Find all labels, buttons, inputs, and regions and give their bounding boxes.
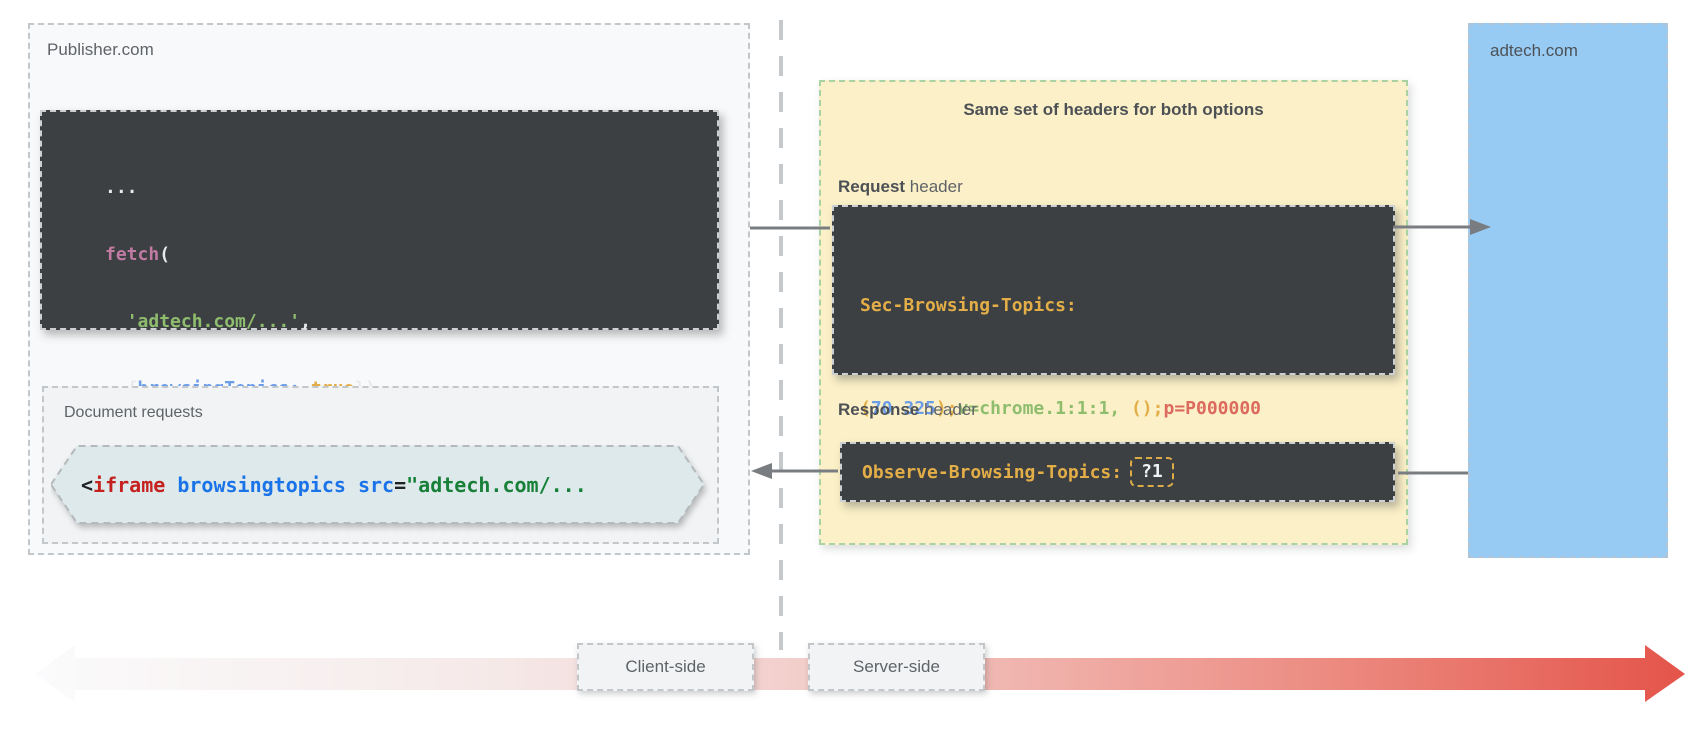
code-line: (70 325);v=chrome.1:1:1, ();p=P000000 xyxy=(860,398,1262,419)
code-line: Observe-Browsing-Topics: xyxy=(862,461,1123,483)
response-value-chip: ?1 xyxy=(1130,457,1174,487)
code-line: Sec-Browsing-Topics: xyxy=(860,295,1077,316)
publisher-panel: Publisher.com ... fetch( 'adtech.com/...… xyxy=(28,23,750,555)
response-arrowhead xyxy=(751,463,772,479)
document-requests-label: Document requests xyxy=(64,404,203,421)
client-side-label: Client-side xyxy=(577,643,754,691)
code-line: ... xyxy=(105,177,138,198)
publisher-label: Publisher.com xyxy=(47,40,154,59)
iframe-code: <iframe browsingtopics src="adtech.com/.… xyxy=(81,472,587,497)
request-header-label: Request header xyxy=(838,177,963,196)
client-server-divider xyxy=(779,20,783,650)
code-line: fetch( xyxy=(105,244,171,265)
code-line: 'adtech.com/...', xyxy=(126,311,311,332)
headers-panel-title: Same set of headers for both options xyxy=(963,100,1264,119)
iframe-tag-shape: <iframe browsingtopics src="adtech.com/.… xyxy=(51,445,711,535)
response-header-code-block: Observe-Browsing-Topics: ?1 xyxy=(840,442,1395,502)
fetch-code-block: ... fetch( 'adtech.com/...', {browsingTo… xyxy=(40,110,719,533)
request-header-code-block: Sec-Browsing-Topics: (70 325);v=chrome.1… xyxy=(832,205,1395,419)
adtech-label: adtech.com xyxy=(1490,41,1578,60)
response-header-label: Response header xyxy=(838,400,977,419)
document-requests-panel: Document requests <iframe browsingtopics… xyxy=(42,386,719,544)
adtech-panel: adtech.com xyxy=(1468,23,1668,558)
server-side-label: Server-side xyxy=(808,643,985,691)
headers-panel: Same set of headers for both options Req… xyxy=(819,80,1408,545)
